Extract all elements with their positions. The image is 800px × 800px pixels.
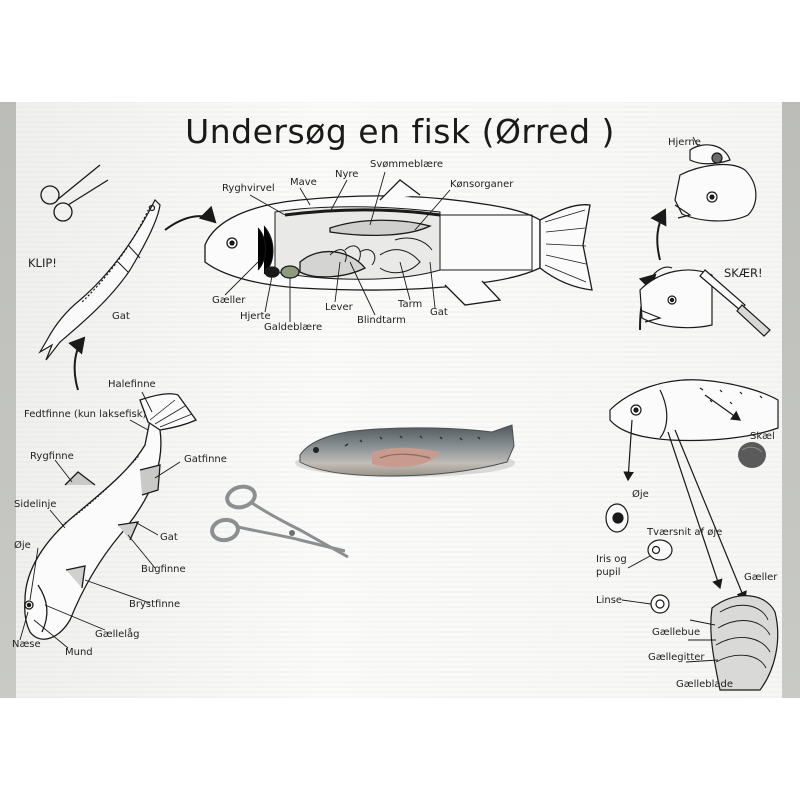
label-gat-left: Gat [112,312,130,322]
head-illustrations [610,137,778,441]
label-gaellelag: Gællelåg [95,630,140,640]
label-iris: Iris og [596,555,627,565]
label-oje-external: Øje [14,541,31,551]
label-gaellebue: Gællebue [652,628,700,638]
scissors-icon [41,165,108,221]
label-blindtarm: Blindtarm [357,316,406,326]
label-lever: Lever [325,303,353,313]
anatomy-fish-illustration [205,180,592,305]
label-linse: Linse [596,596,622,606]
label-gaeller-head: Gæller [744,573,777,583]
label-gat-external: Gat [160,533,178,543]
label-naese: Næse [12,640,41,650]
label-pupil: pupil [596,568,621,578]
arrow-icon [657,210,665,260]
label-fedtfinne: Fedtfinne (kun laksefisk) [24,410,146,420]
label-halefinne: Halefinne [108,380,156,390]
label-gaellegitter: Gællegitter [648,653,705,663]
instruction-slice: SKÆR! [724,268,763,280]
label-konsorganer: Kønsorganer [450,180,513,190]
scale-photo [738,442,766,468]
scissors-photo [210,484,348,557]
arrow-icon [165,216,215,230]
label-bugfinne: Bugfinne [141,565,186,575]
label-galdeblaere: Galdeblære [264,323,322,333]
label-gatfinne: Gatfinne [184,455,227,465]
label-tvaersnit: Tværsnit af øje [647,528,722,538]
gill-illustration [686,596,778,690]
label-sidelinje: Sidelinje [14,500,56,510]
label-gaeller-mid: Gæller [212,296,245,306]
arrow-icon [75,338,84,390]
label-ryghvirvel: Ryghvirvel [222,184,275,194]
label-mave: Mave [290,178,317,188]
label-svommeblaere: Svømmeblære [370,160,443,170]
cut-fish-illustration [40,200,160,360]
label-brystfinne: Brystfinne [129,600,180,610]
label-mund: Mund [65,648,93,658]
label-gat-mid: Gat [430,308,448,318]
label-rygfinne: Rygfinne [30,452,74,462]
label-tarm: Tarm [398,300,422,310]
label-hjerte: Hjerte [240,312,271,322]
label-nyre: Nyre [335,170,358,180]
trout-photo [295,425,515,477]
instruction-cut: KLIP! [28,258,57,270]
label-oje-head: Øje [632,490,649,500]
label-skael: Skæl [750,432,775,442]
label-hjerne: Hjerne [668,138,701,148]
label-gaelleblade: Gælleblade [676,680,733,690]
